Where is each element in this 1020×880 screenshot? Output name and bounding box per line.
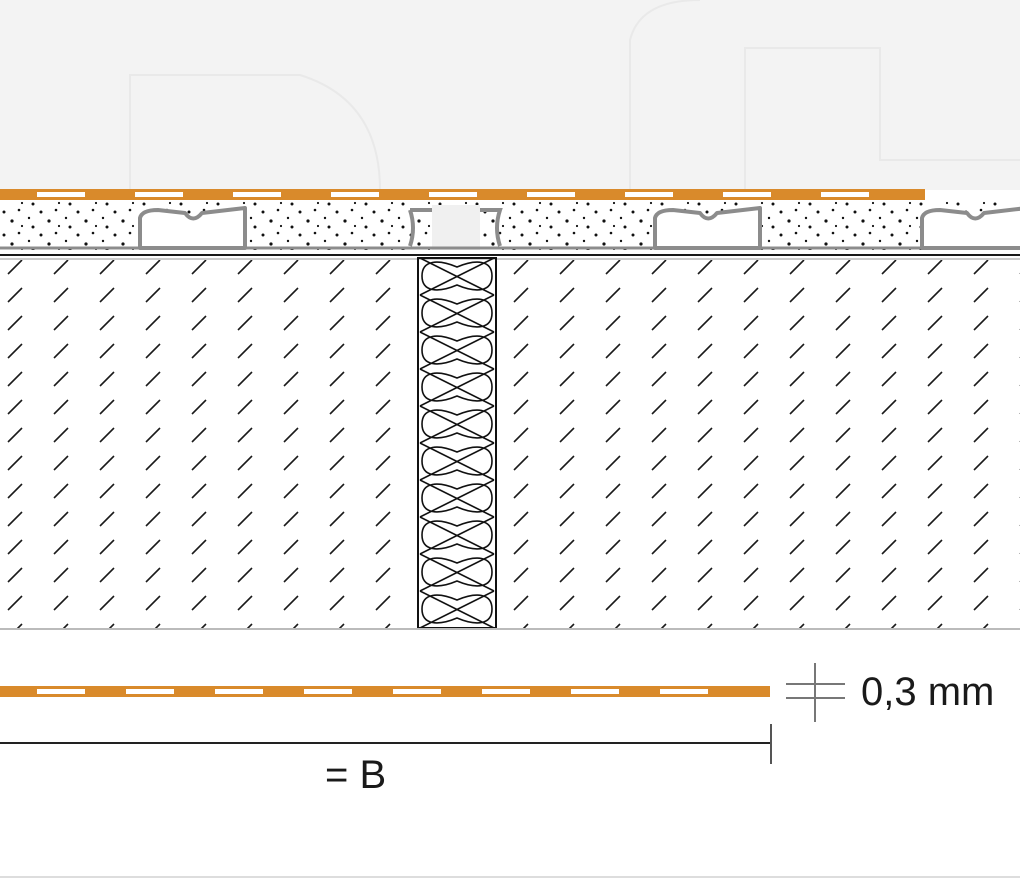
membrane-dash xyxy=(482,689,530,694)
width-dimension-line xyxy=(0,724,772,764)
uncoupling-mat-profiles xyxy=(0,206,1020,250)
membrane-dash xyxy=(527,192,575,197)
membrane-dash xyxy=(571,689,619,694)
background-top xyxy=(0,0,1020,190)
membrane-dash xyxy=(215,689,263,694)
membrane-detail xyxy=(0,686,770,697)
mat-profile xyxy=(653,206,762,250)
membrane-dash xyxy=(393,689,441,694)
width-label: = B xyxy=(325,753,386,797)
membrane-dash xyxy=(723,192,771,197)
membrane-dash xyxy=(429,192,477,197)
concrete-left xyxy=(0,260,418,628)
membrane-dash xyxy=(821,192,869,197)
joint-filler xyxy=(417,257,497,629)
thickness-symbol xyxy=(786,663,845,722)
mat-edge-right xyxy=(480,208,503,247)
membrane-dash xyxy=(304,689,352,694)
membrane-dash xyxy=(331,192,379,197)
mat-edge-left xyxy=(408,208,432,247)
membrane-top xyxy=(0,189,925,200)
membrane-dash xyxy=(126,689,174,694)
mat-profile xyxy=(138,206,247,250)
membrane-dash xyxy=(660,689,708,694)
membrane-dash xyxy=(37,689,85,694)
membrane-dash xyxy=(625,192,673,197)
mat-profile xyxy=(920,206,1020,250)
membrane-dash xyxy=(37,192,85,197)
membrane-dash xyxy=(135,192,183,197)
membrane-dash xyxy=(233,192,281,197)
joint-gap xyxy=(432,205,480,250)
concrete-right xyxy=(496,260,1020,628)
thickness-label: 0,3 mm xyxy=(861,670,994,714)
background-ghost-shape xyxy=(629,0,1020,190)
membrane-strip xyxy=(0,686,770,697)
background-ghost-shape xyxy=(129,74,381,191)
